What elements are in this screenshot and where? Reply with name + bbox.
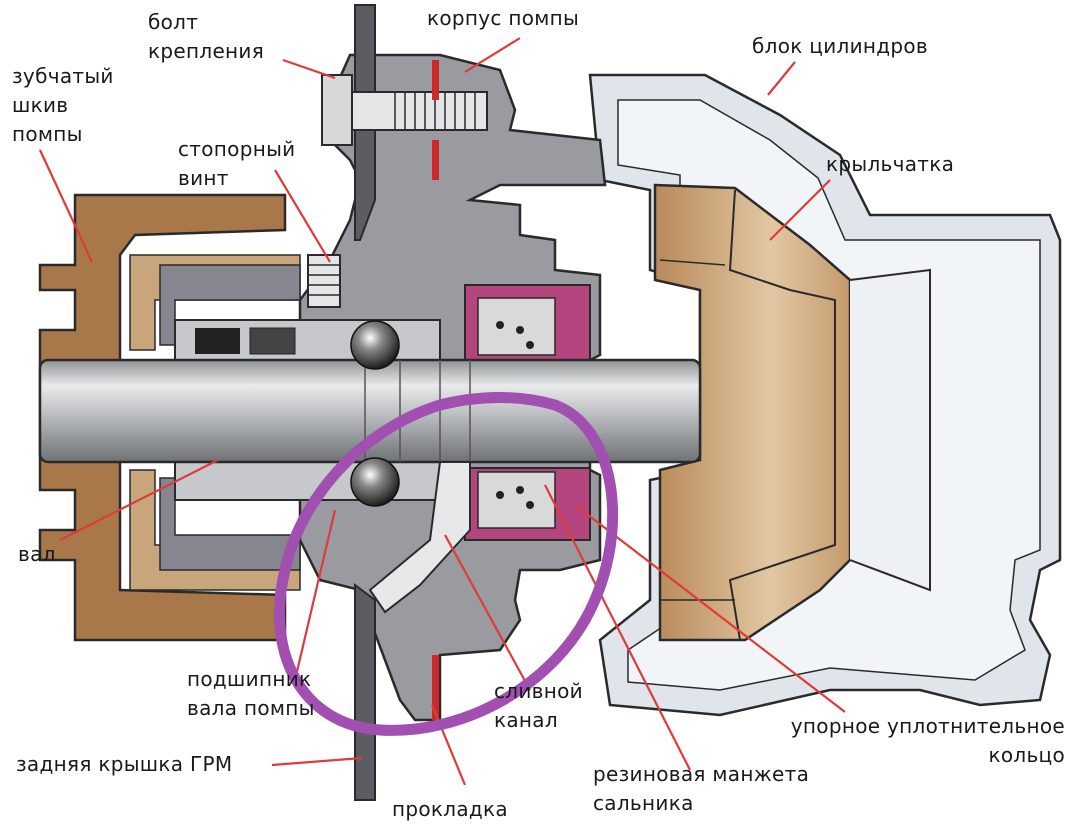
label-bearing: подшипник вала помпы bbox=[187, 665, 315, 723]
mounting-bolt bbox=[321, 74, 488, 146]
label-bearing-line2: вала помпы bbox=[187, 696, 315, 720]
bearing-ball-top bbox=[350, 320, 400, 370]
label-thrust-ring-line1: упорное уплотнительное bbox=[790, 714, 1065, 738]
label-bolt-line2: крепления bbox=[148, 39, 265, 63]
label-drain-channel-line2: канал bbox=[494, 708, 558, 732]
label-toothed-pulley-line2: шкив bbox=[12, 93, 69, 117]
gasket-top bbox=[432, 60, 439, 100]
annotation-circle bbox=[273, 392, 619, 736]
label-cylinder-block: блок цилиндров bbox=[752, 34, 929, 58]
label-drain-channel-line1: сливной bbox=[494, 679, 583, 703]
label-toothed-pulley: зубчатый шкив помпы bbox=[12, 62, 114, 149]
label-lock-screw-line2: винт bbox=[178, 166, 229, 190]
gasket-bottom bbox=[432, 655, 439, 720]
label-lock-screw-line1: стопорный bbox=[178, 137, 296, 161]
label-shaft: вал bbox=[18, 542, 56, 566]
label-impeller: крыльчатка bbox=[826, 152, 955, 176]
toothed-pulley bbox=[38, 193, 287, 642]
lock-screw bbox=[307, 254, 341, 308]
drain-channel bbox=[368, 461, 471, 614]
label-toothed-pulley-line1: зубчатый bbox=[12, 64, 114, 88]
label-gasket: прокладка bbox=[392, 797, 508, 821]
oil-seal bbox=[464, 284, 591, 541]
label-bolt: болт крепления bbox=[148, 8, 264, 66]
bearing-ball-bottom bbox=[350, 457, 400, 507]
label-rear-cover: задняя крышка ГРМ bbox=[16, 752, 233, 776]
label-drain-channel: сливной канал bbox=[494, 677, 583, 735]
leader-lines bbox=[39, 37, 846, 786]
label-pump-housing: корпус помпы bbox=[427, 6, 580, 30]
label-bearing-line1: подшипник bbox=[187, 667, 312, 691]
label-thrust-ring-line2: кольцо bbox=[988, 743, 1065, 767]
label-toothed-pulley-line3: помпы bbox=[12, 122, 83, 146]
impeller bbox=[653, 183, 852, 642]
label-thrust-ring: упорное уплотнительное кольцо bbox=[735, 712, 1065, 770]
label-rubber-cuff: резиновая манжета сальника bbox=[593, 760, 809, 818]
label-rubber-cuff-line1: резиновая манжета bbox=[593, 762, 810, 786]
label-bolt-line1: болт bbox=[148, 10, 199, 34]
label-lock-screw: стопорный винт bbox=[178, 135, 295, 193]
label-rubber-cuff-line2: сальника bbox=[593, 791, 694, 815]
